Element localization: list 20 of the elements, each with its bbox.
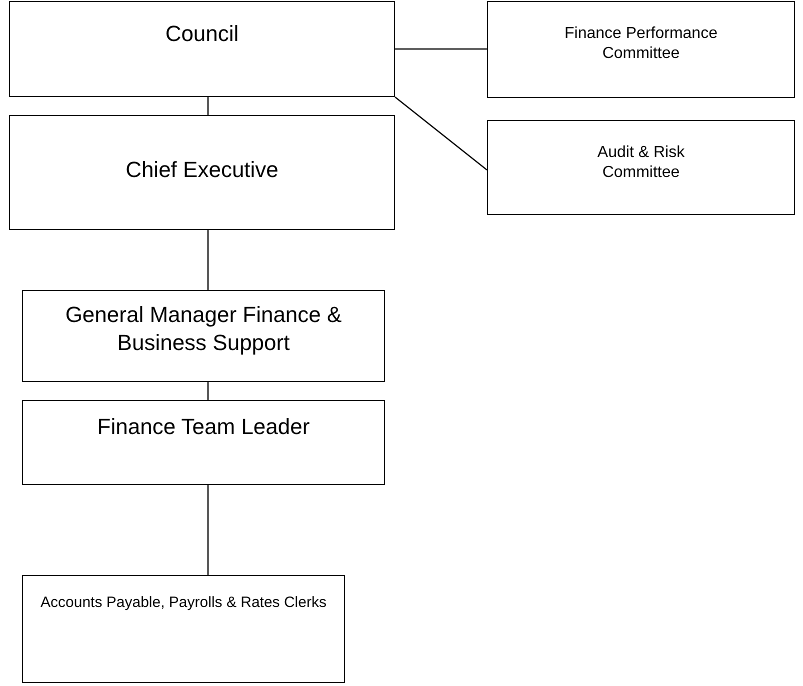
role-label: Council — [165, 20, 239, 48]
connector-line — [207, 97, 209, 115]
connector-line — [207, 485, 209, 575]
org-box — [22, 400, 385, 485]
connector-line — [395, 48, 487, 50]
org-box — [22, 290, 385, 382]
connector-line — [207, 230, 209, 290]
org-box — [487, 120, 795, 215]
org-box — [487, 1, 795, 98]
role-label: Chief Executive — [126, 156, 278, 184]
connector-line — [207, 382, 209, 400]
org-box — [9, 1, 395, 97]
role-label: Accounts Payable, Payrolls & Rates Clerks — [40, 594, 326, 613]
org-box — [9, 115, 395, 230]
role-label: Finance Performance Committee — [564, 24, 718, 64]
role-label: Finance Team Leader — [97, 413, 310, 440]
role-label: Audit & Risk Committee — [596, 143, 686, 183]
role-label: General Manager Finance & Business Support — [64, 301, 343, 356]
org-box — [22, 575, 345, 683]
connector-line — [394, 96, 488, 170]
